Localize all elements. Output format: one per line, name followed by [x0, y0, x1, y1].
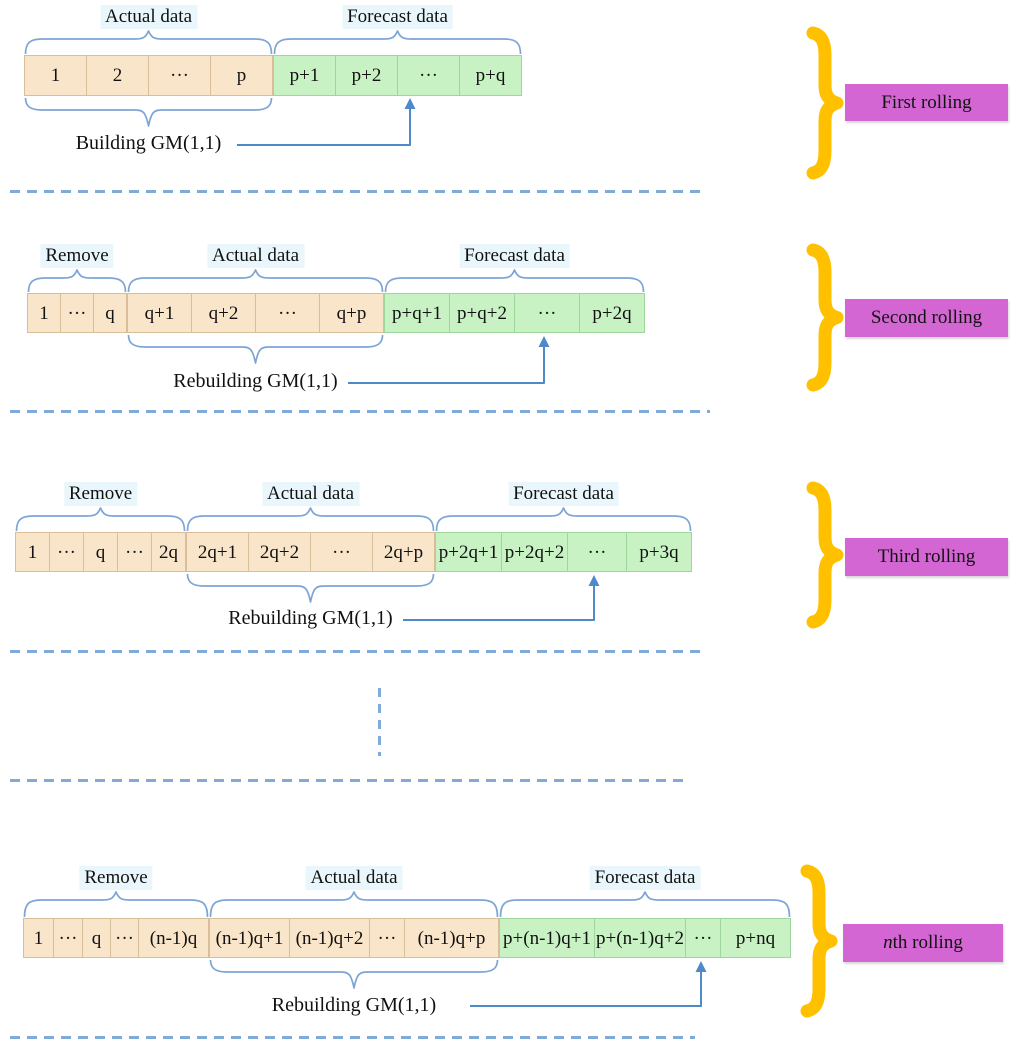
group-top-brace-icon: [384, 269, 645, 293]
cell: p: [210, 55, 273, 96]
cell: 2q: [151, 532, 186, 572]
forecast-data-label: Forecast data: [508, 482, 619, 506]
cell: (n-1)q+p: [404, 918, 499, 958]
actual-data-label: Actual data: [206, 244, 305, 268]
gm-model-label: Rebuilding GM(1,1): [173, 370, 338, 392]
rolling-brace-icon: [806, 481, 844, 629]
cell: 1: [27, 293, 61, 333]
cell: ···: [310, 532, 373, 572]
group-top-brace-icon: [23, 891, 209, 918]
cell: ···: [117, 532, 152, 572]
cell: ···: [685, 918, 721, 958]
arrowhead-icon: [695, 961, 707, 972]
group-top-brace-icon: [15, 507, 186, 532]
group-top-brace-icon: [27, 269, 127, 293]
cell: p+q: [459, 55, 522, 96]
cell: (n-1)q+1: [209, 918, 290, 958]
group-top-brace-icon: [273, 30, 522, 55]
cell: q: [93, 293, 127, 333]
cell: 2: [86, 55, 149, 96]
arrowhead-icon: [404, 98, 416, 109]
cell: ···: [397, 55, 460, 96]
remove-data-label: Remove: [40, 244, 114, 268]
arrowhead-icon: [538, 336, 550, 347]
remove-data-label: Remove: [79, 866, 153, 890]
actual-data-label: Actual data: [99, 5, 198, 29]
cell: q+1: [127, 293, 192, 333]
cell: ···: [110, 918, 139, 958]
actual-data-label: Actual data: [261, 482, 360, 506]
rolling-label: th rolling: [892, 932, 963, 953]
cell: ···: [49, 532, 84, 572]
cell: ···: [60, 293, 94, 333]
cell: p+(n-1)q+1: [499, 918, 595, 958]
rolling-label-box: First rolling: [845, 84, 1008, 121]
cell: 2q+1: [186, 532, 249, 572]
group-top-brace-icon: [209, 891, 499, 918]
cell: p+q+2: [449, 293, 515, 333]
cell: p+nq: [720, 918, 791, 958]
cell: p+2q: [579, 293, 645, 333]
actual-data-label: Actual data: [305, 866, 403, 890]
separator-dashed-line: [10, 650, 702, 653]
cell: ···: [148, 55, 211, 96]
cell: p+q+1: [384, 293, 450, 333]
arrowhead-icon: [588, 575, 600, 586]
group-bottom-brace-icon: [209, 959, 499, 989]
cell: 1: [23, 918, 54, 958]
rolling-brace-icon: [806, 243, 844, 392]
separator-dashed-line: [10, 779, 683, 782]
group-bottom-brace-icon: [24, 97, 273, 127]
forecast-data-label: Forecast data: [589, 866, 701, 890]
gm-model-label: Rebuilding GM(1,1): [271, 994, 437, 1016]
separator-dashed-line: [10, 190, 700, 193]
forecast-data-label: Forecast data: [342, 5, 453, 29]
remove-data-label: Remove: [63, 482, 138, 506]
cell: ···: [567, 532, 627, 572]
group-bottom-brace-icon: [186, 573, 435, 603]
continuation-dashes: [378, 688, 381, 756]
cell: (n-1)q: [138, 918, 209, 958]
cell: p+1: [273, 55, 336, 96]
cell: ···: [514, 293, 580, 333]
group-bottom-brace-icon: [127, 334, 384, 364]
gm-arrow-icon: [403, 575, 600, 621]
cell: ···: [369, 918, 405, 958]
cell: p+2q+1: [435, 532, 502, 572]
separator-dashed-line: [10, 1036, 695, 1039]
group-top-brace-icon: [24, 30, 273, 55]
cell: p+3q: [626, 532, 692, 572]
cell: ···: [255, 293, 320, 333]
cell: p+(n-1)q+2: [594, 918, 686, 958]
rolling-label-box: Second rolling: [845, 299, 1008, 337]
cell: p+2q+2: [501, 532, 568, 572]
separator-dashed-line: [10, 410, 710, 413]
cell: 1: [24, 55, 87, 96]
cell: (n-1)q+2: [289, 918, 370, 958]
cell: q+p: [319, 293, 384, 333]
rolling-label-box: Third rolling: [845, 538, 1008, 576]
group-top-brace-icon: [499, 891, 791, 918]
group-top-brace-icon: [186, 507, 435, 532]
cell: 2q+p: [372, 532, 435, 572]
rolling-brace-icon: [800, 864, 838, 1018]
cell: p+2: [335, 55, 398, 96]
cell: q: [82, 918, 111, 958]
gm-arrow-icon: [348, 336, 550, 384]
gm-arrow-icon: [237, 98, 416, 146]
gm-model-label: Rebuilding GM(1,1): [228, 607, 393, 629]
cell: ···: [53, 918, 83, 958]
group-top-brace-icon: [435, 507, 692, 532]
gm-model-label: Building GM(1,1): [75, 132, 222, 154]
gm-arrow-icon: [470, 961, 707, 1007]
forecast-data-label: Forecast data: [459, 244, 570, 268]
cell: q: [83, 532, 118, 572]
cell: 1: [15, 532, 50, 572]
cell: q+2: [191, 293, 256, 333]
rolling-brace-icon: [806, 26, 844, 180]
rolling-label-italic: n: [883, 932, 893, 953]
cell: 2q+2: [248, 532, 311, 572]
group-top-brace-icon: [127, 269, 384, 293]
